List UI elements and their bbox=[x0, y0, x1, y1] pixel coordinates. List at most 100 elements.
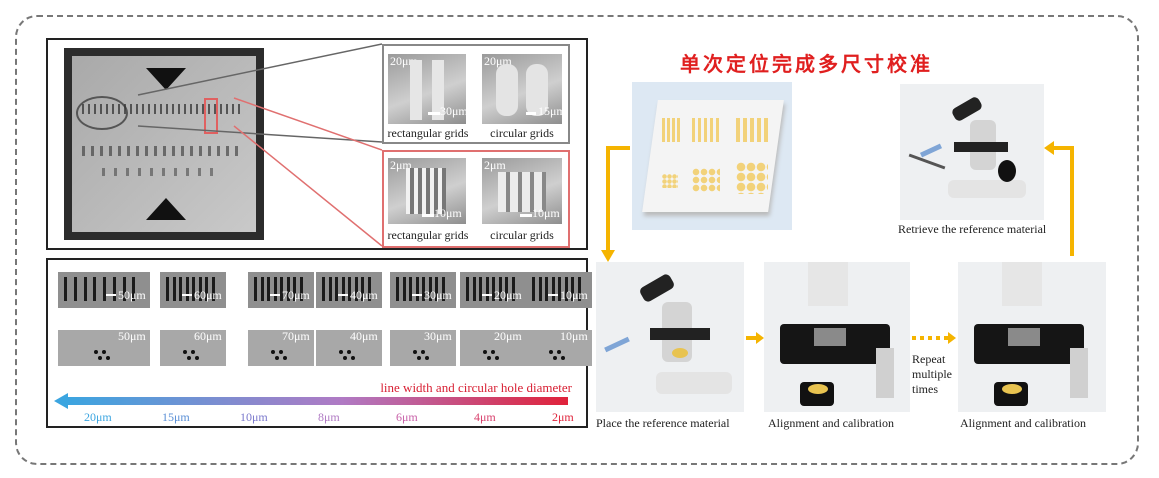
gradient-tick-label: 6μm bbox=[396, 410, 418, 424]
scale-bar bbox=[338, 294, 348, 296]
hole-dot bbox=[483, 350, 487, 354]
gradient-tick-label: 15μm bbox=[162, 410, 190, 424]
grid-stripe bbox=[479, 277, 482, 301]
scale-label: 60μm bbox=[194, 330, 222, 343]
gradient-arrow bbox=[66, 397, 568, 405]
grid-stripe bbox=[402, 277, 406, 301]
grid-stripe bbox=[485, 277, 489, 301]
scale-label: 50μm bbox=[118, 288, 146, 302]
grid-thumbnail: 50μm bbox=[58, 272, 150, 308]
sem-caption: circular grids bbox=[490, 126, 554, 140]
grid-stripe bbox=[361, 277, 364, 301]
microscope-place-image bbox=[596, 262, 744, 412]
grid-stripe bbox=[354, 277, 358, 301]
hole-thumbnail: 30μm bbox=[390, 330, 456, 366]
grid-stripe bbox=[511, 277, 515, 301]
chip-overview-panel: 20μm 30μm 20μm 15μm rectangular grids ci… bbox=[46, 38, 588, 250]
scale-label: 10μm bbox=[560, 330, 588, 343]
grid-stripe bbox=[558, 277, 561, 301]
grid-stripe bbox=[254, 277, 257, 301]
grid-stripe bbox=[280, 277, 283, 301]
scale-label: 40μm bbox=[350, 330, 378, 343]
reference-material-image bbox=[632, 82, 792, 230]
grid-stripe bbox=[103, 277, 106, 301]
scale-label: 20μm bbox=[494, 330, 522, 343]
grid-stripe bbox=[428, 277, 432, 301]
zoom-connector-lines bbox=[137, 43, 383, 247]
gradient-tick-label: 20μm bbox=[84, 410, 112, 424]
sem-image-rect-small: 2μm 10μm bbox=[388, 158, 466, 224]
scale-bar bbox=[482, 294, 492, 296]
scale-bar bbox=[270, 294, 280, 296]
grid-stripe bbox=[185, 277, 189, 301]
sem-scale-label: 10μm bbox=[434, 206, 462, 220]
hole-dot bbox=[195, 356, 199, 360]
hole-dot bbox=[283, 356, 287, 360]
microscope-align-image-1 bbox=[764, 262, 910, 412]
grid-thumbnail: 10μm bbox=[526, 272, 592, 308]
grid-stripe bbox=[267, 277, 270, 301]
sem-caption: rectangular grids bbox=[387, 228, 469, 242]
gradient-tick-label: 10μm bbox=[240, 410, 268, 424]
hole-thumbnail: 60μm bbox=[160, 330, 226, 366]
grid-stripe bbox=[564, 277, 568, 301]
grid-stripe bbox=[64, 277, 67, 301]
gradient-tick-label: 4μm bbox=[474, 410, 496, 424]
scale-bar bbox=[182, 294, 192, 296]
microscope-align-image-2 bbox=[958, 262, 1106, 412]
grid-stripe bbox=[422, 277, 425, 301]
gradient-arrow-head bbox=[54, 393, 68, 409]
hole-dot bbox=[102, 350, 106, 354]
grid-stripe bbox=[273, 277, 277, 301]
grid-stripe bbox=[299, 277, 303, 301]
grid-stripe bbox=[466, 277, 469, 301]
step-repeat-label: Repeat multiple times bbox=[912, 352, 952, 396]
scale-bar bbox=[412, 294, 422, 296]
scale-label: 40μm bbox=[350, 288, 378, 302]
grid-stripe bbox=[472, 277, 476, 301]
hole-dot bbox=[279, 350, 283, 354]
hole-dot bbox=[495, 356, 499, 360]
hole-dot bbox=[98, 356, 102, 360]
grid-stripe bbox=[322, 277, 325, 301]
highlight-rect bbox=[204, 98, 218, 134]
step-align2-label: Alignment and calibration bbox=[960, 416, 1086, 430]
sem-scale-label: 15μm bbox=[538, 104, 562, 118]
grid-stripe bbox=[532, 277, 535, 301]
scale-bar bbox=[548, 294, 558, 296]
grid-stripe bbox=[415, 277, 419, 301]
grid-stripe bbox=[73, 277, 77, 301]
grid-stripe bbox=[492, 277, 495, 301]
hole-dot bbox=[347, 350, 351, 354]
scale-label: 20μm bbox=[494, 288, 522, 302]
scale-label: 70μm bbox=[282, 330, 310, 343]
hole-dot bbox=[421, 350, 425, 354]
hole-dot bbox=[339, 350, 343, 354]
grid-stripe bbox=[341, 277, 345, 301]
hole-dot bbox=[187, 356, 191, 360]
sem-tag: 2μm bbox=[484, 158, 506, 172]
grid-stripe bbox=[198, 277, 202, 301]
gradient-tick-label: 8μm bbox=[318, 410, 340, 424]
triangle-bottom bbox=[146, 198, 186, 220]
reference-chip-photo bbox=[64, 48, 264, 240]
grid-stripe bbox=[571, 277, 574, 301]
sem-image-circ-small: 2μm 10μm bbox=[482, 158, 562, 224]
grid-stripe bbox=[83, 277, 87, 301]
grid-stripe bbox=[211, 277, 215, 301]
hole-dot bbox=[413, 350, 417, 354]
hole-dot bbox=[425, 356, 429, 360]
grid-stripe bbox=[551, 277, 555, 301]
sem-group-top bbox=[382, 44, 570, 144]
grid-stripe bbox=[293, 277, 296, 301]
hole-dot bbox=[271, 350, 275, 354]
grid-stripe bbox=[505, 277, 508, 301]
hole-dot bbox=[487, 356, 491, 360]
hole-dot bbox=[106, 356, 110, 360]
scale-label: 30μm bbox=[424, 330, 452, 343]
hole-dot bbox=[549, 350, 553, 354]
grid-stripe bbox=[205, 277, 208, 301]
hole-dot bbox=[183, 350, 187, 354]
grid-stripe bbox=[335, 277, 338, 301]
